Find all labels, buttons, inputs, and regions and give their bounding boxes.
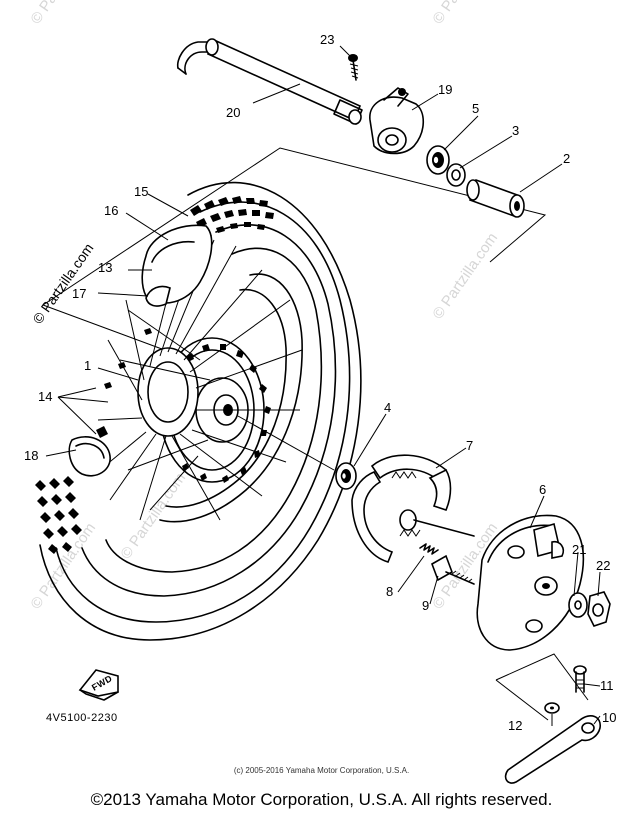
bead-stopper [68, 426, 111, 477]
diagram-id: 4V5100-2230 [46, 712, 118, 724]
main-copyright: ©2013 Yamaha Motor Corporation, U.S.A. A… [90, 790, 553, 809]
callout-5: 5 [472, 101, 479, 116]
callout-6: 6 [539, 482, 546, 497]
watermark: © Partzilla.com [27, 0, 99, 27]
washer [568, 592, 588, 618]
watermark: © Partzilla.com [429, 0, 501, 27]
brake-shoe-plate [476, 514, 585, 651]
callout-12: 12 [508, 718, 522, 733]
watermark: © Partzilla.com [429, 230, 501, 323]
callout-2: 2 [563, 151, 570, 166]
callout-14: 14 [38, 389, 52, 404]
watermark-dark: © Partzilla.com [29, 240, 96, 326]
oil-seal [446, 163, 466, 187]
small-copyright: (c) 2005-2016 Yamaha Motor Corporation, … [233, 766, 410, 775]
callout-20: 20 [226, 105, 240, 120]
callout-1: 1 [84, 358, 91, 373]
tire-tread-top [190, 196, 274, 239]
callout-17: 17 [72, 286, 86, 301]
return-spring [419, 543, 439, 555]
callout-18: 18 [24, 448, 38, 463]
cam-lever-assembly [495, 653, 601, 784]
callout-11: 11 [600, 678, 614, 693]
callout-10: 10 [602, 710, 616, 725]
bearing-5 [426, 145, 450, 175]
callouts: 1 2 3 4 5 6 7 8 9 10 11 12 13 14 15 16 1… [24, 32, 616, 733]
camshaft [431, 554, 475, 585]
callout-7: 7 [466, 438, 473, 453]
leader-lines [45, 45, 601, 726]
front-wheel [35, 181, 362, 641]
callout-4: 4 [384, 400, 391, 415]
bearing-4 [335, 462, 357, 490]
tube-and-rim-band [141, 224, 213, 307]
cotter-pin [348, 54, 359, 81]
watermarks: © Partzilla.com © Partzilla.com © Partzi… [27, 0, 501, 612]
collar [466, 178, 525, 218]
callout-9: 9 [422, 598, 429, 613]
tire-tread-bottom [35, 476, 82, 554]
assembly-box [42, 147, 547, 353]
callout-23: 23 [320, 32, 334, 47]
callout-8: 8 [386, 584, 393, 599]
speedometer-gear-unit [369, 87, 425, 155]
axle-centerline [237, 415, 335, 471]
axle-nut [587, 591, 611, 627]
callout-22: 22 [596, 558, 610, 573]
callout-16: 16 [104, 203, 118, 218]
callout-3: 3 [512, 123, 519, 138]
callout-15: 15 [134, 184, 148, 199]
front-axle [176, 38, 363, 125]
callout-21: 21 [572, 542, 586, 557]
fwd-arrow: FWD [78, 669, 119, 701]
brake-shoes [351, 454, 475, 563]
callout-13: 13 [98, 260, 112, 275]
watermark: © Partzilla.com [117, 470, 189, 563]
callout-19: 19 [438, 82, 452, 97]
